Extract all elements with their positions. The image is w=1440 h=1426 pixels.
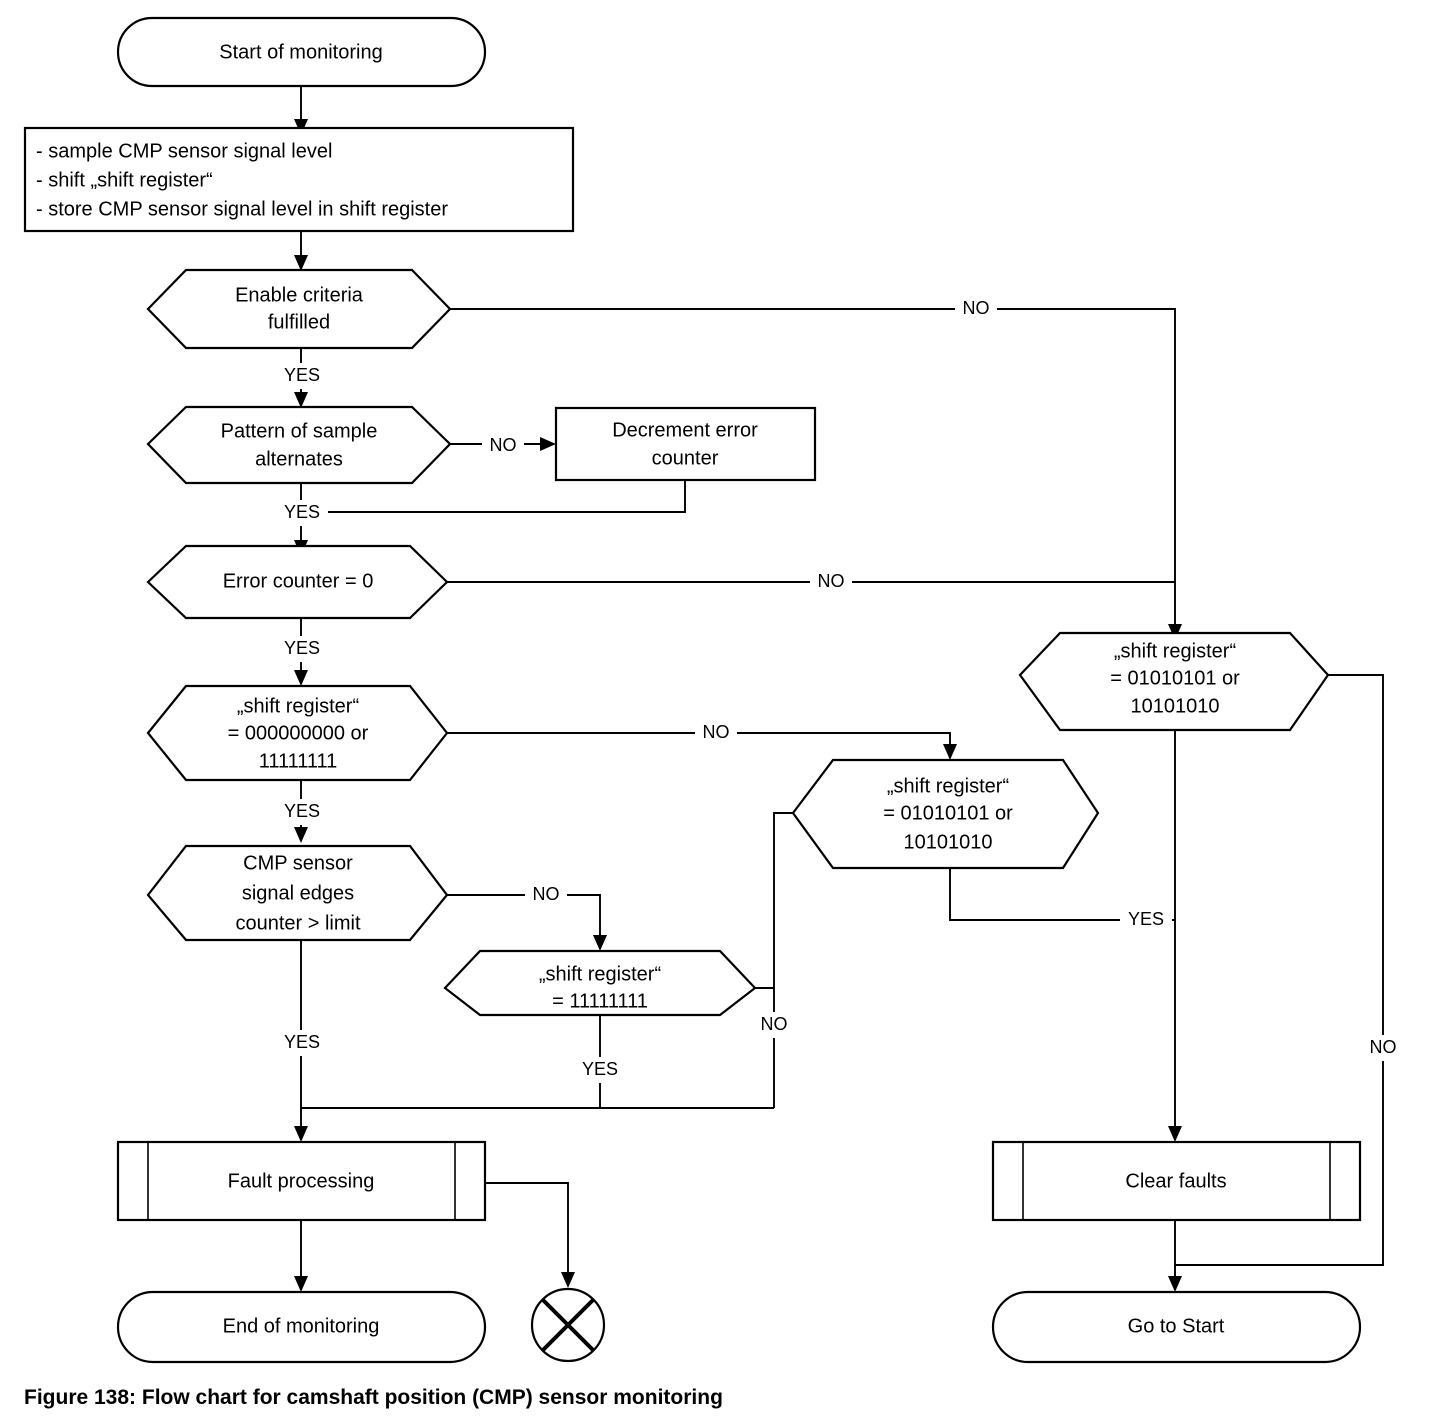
- node-enable-line-1: Enable criteria: [235, 284, 364, 306]
- edge-clearfaults-to-gotostart: [1168, 1220, 1182, 1292]
- edge-alt-mid-no: [773, 812, 793, 988]
- crossed-circle-icon: [530, 1287, 606, 1363]
- node-fault-processing[interactable]: Fault processing: [116, 1140, 487, 1222]
- edge-cmp-edges-no: [447, 894, 607, 951]
- node-shift-register-alternating-right[interactable]: „shift register“ = 01010101 or 10101010: [1018, 631, 1330, 732]
- edge-fault-to-end: [294, 1220, 308, 1292]
- edge-label-error-no: NO: [818, 571, 845, 591]
- node-sample-line-3: - store CMP sensor signal level in shift…: [36, 198, 448, 220]
- node-allones-line-1: „shift register“: [539, 963, 661, 985]
- node-shift-register-zeros-or-ones[interactable]: „shift register“ = 000000000 or 11111111: [146, 684, 449, 782]
- edge-fault-to-connector: [485, 1182, 575, 1288]
- node-altmid-line-3: 10101010: [904, 831, 993, 853]
- node-sample-process[interactable]: - sample CMP sensor signal level - shift…: [23, 126, 575, 233]
- edge-rail-to-clear-faults: [1168, 675, 1182, 1142]
- edge-decrement-to-merge: [301, 480, 686, 513]
- edge-label-enable-no: NO: [963, 298, 990, 318]
- node-altmid-line-2: = 01010101 or: [883, 802, 1013, 824]
- edge-label-all-ones-no: NO: [761, 1014, 788, 1034]
- edge-label-alt-right-no: NO: [1370, 1037, 1397, 1057]
- node-cmp-signal-edges-counter[interactable]: CMP sensor signal edges counter > limit: [146, 844, 449, 942]
- edge-merge-to-fault: [294, 1107, 774, 1142]
- node-start-of-monitoring[interactable]: Start of monitoring: [116, 16, 487, 88]
- edge-all-ones-no: [755, 987, 775, 1108]
- node-end-of-monitoring[interactable]: End of monitoring: [116, 1290, 487, 1364]
- node-pattern-of-sample-alternates[interactable]: Pattern of sample alternates: [146, 405, 452, 485]
- edge-label-all-ones-yes: YES: [582, 1059, 618, 1079]
- edge-label-shiftreg-zeros-no: NO: [703, 722, 730, 742]
- edge-label-error-yes: YES: [284, 638, 320, 658]
- edge-alt-mid-yes: [949, 868, 1175, 921]
- node-end-label: End of monitoring: [223, 1315, 380, 1337]
- node-clear-faults[interactable]: Clear faults: [991, 1140, 1362, 1222]
- node-cmp-edges-line-3: counter > limit: [235, 912, 360, 934]
- edge-label-shiftreg-zeros-yes: YES: [284, 801, 320, 821]
- node-decrement-line-2: counter: [652, 447, 719, 469]
- node-fault-processing-label: Fault processing: [228, 1170, 375, 1192]
- node-sample-line-1: - sample CMP sensor signal level: [36, 140, 332, 162]
- node-altright-line-1: „shift register“: [1114, 640, 1236, 662]
- edge-sample-to-enable: [294, 231, 308, 271]
- node-altright-line-2: = 01010101 or: [1110, 667, 1240, 689]
- node-enable-line-2: fulfilled: [268, 311, 330, 333]
- edge-label-enable-yes: YES: [284, 365, 320, 385]
- node-go-to-start[interactable]: Go to Start: [991, 1290, 1362, 1364]
- node-pattern-line-1: Pattern of sample: [221, 420, 378, 442]
- edge-shiftreg-zeros-no: [447, 732, 957, 760]
- node-start-label: Start of monitoring: [219, 41, 382, 63]
- edge-label-alt-mid-yes: YES: [1128, 909, 1164, 929]
- node-shiftreg-zeros-line-2: = 000000000 or: [228, 722, 369, 744]
- node-altmid-line-1: „shift register“: [887, 775, 1009, 797]
- node-clear-faults-label: Clear faults: [1125, 1170, 1226, 1192]
- edge-alt-right-no: [1175, 674, 1384, 1266]
- edge-label-group: NO YES NO YES NO YES NO YES NO YES YES N…: [276, 297, 1405, 1083]
- edge-label-cmp-edges-yes: YES: [284, 1032, 320, 1052]
- node-error-counter-label: Error counter = 0: [223, 570, 374, 592]
- node-go-to-start-label: Go to Start: [1128, 1315, 1225, 1337]
- figure-caption: Figure 138: Flow chart for camshaft posi…: [24, 1386, 723, 1409]
- edge-label-pattern-yes: YES: [284, 502, 320, 522]
- node-cmp-edges-line-2: signal edges: [242, 882, 354, 904]
- node-enable-criteria-fulfilled[interactable]: Enable criteria fulfilled: [146, 268, 452, 350]
- node-sample-line-2: - shift „shift register“: [36, 169, 213, 191]
- edge-label-pattern-no: NO: [490, 435, 517, 455]
- node-shift-register-all-ones[interactable]: „shift register“ = 11111111: [443, 949, 757, 1017]
- node-shift-register-alternating-middle[interactable]: „shift register“ = 01010101 or 10101010: [791, 758, 1100, 870]
- node-shiftreg-zeros-line-3: 11111111: [259, 750, 338, 772]
- node-decrement-error-counter[interactable]: Decrement error counter: [554, 406, 817, 482]
- edge-label-cmp-edges-no: NO: [533, 884, 560, 904]
- node-pattern-line-2: alternates: [255, 448, 343, 470]
- node-altright-line-3: 10101010: [1131, 695, 1220, 717]
- node-decrement-line-1: Decrement error: [612, 419, 758, 441]
- node-cmp-edges-line-1: CMP sensor: [243, 852, 353, 874]
- node-shiftreg-zeros-line-1: „shift register“: [237, 695, 359, 717]
- node-allones-line-2: = 11111111: [552, 990, 648, 1012]
- node-error-counter-zero[interactable]: Error counter = 0: [146, 544, 449, 620]
